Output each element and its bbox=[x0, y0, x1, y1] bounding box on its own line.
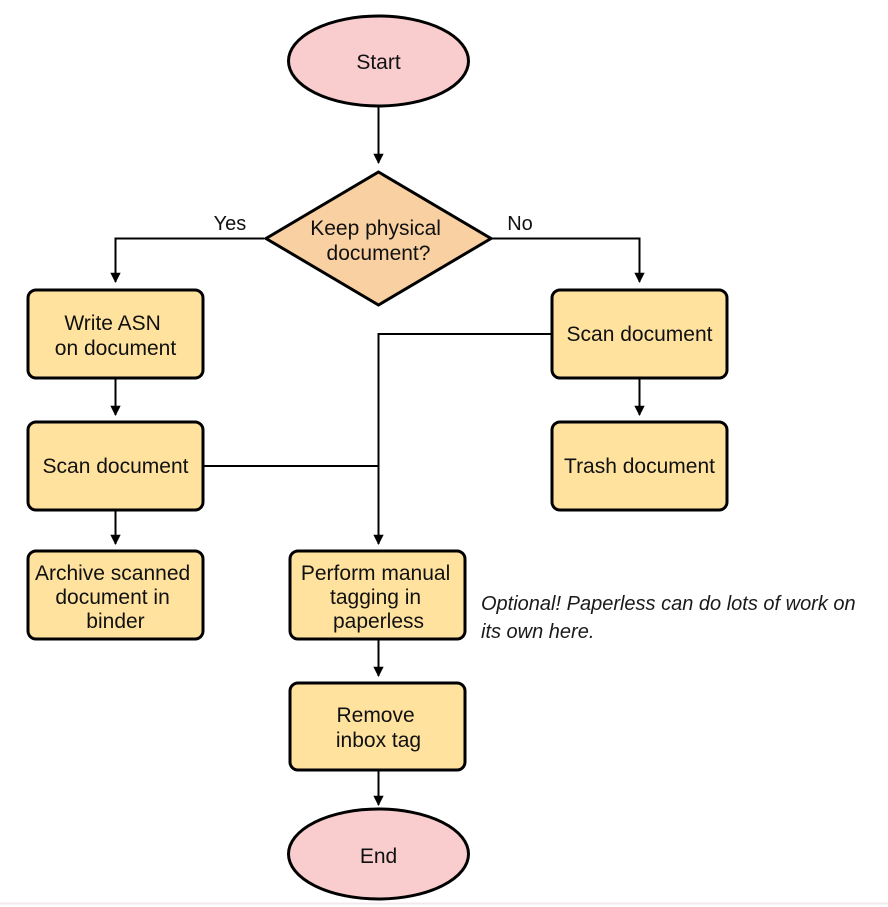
start-terminal-label: Start bbox=[356, 51, 401, 74]
edge-label-no: No bbox=[507, 213, 533, 235]
scan-document-right-node-shape bbox=[550, 288, 729, 380]
archive-node-shape bbox=[26, 549, 205, 641]
edge-scan-right-to-tagging bbox=[373, 333, 551, 546]
remove-inbox-tag-node-shape bbox=[288, 681, 467, 772]
manual-tagging-node-shape bbox=[288, 549, 467, 641]
archive-label: Archive scanned document in binder bbox=[35, 562, 196, 633]
decision-diamond-shape bbox=[263, 170, 494, 307]
labels: Start Keep physical document? Yes No Wri… bbox=[35, 51, 861, 868]
edge-decision-yes-to-write-asn bbox=[110, 237, 264, 284]
edge-decision-no-to-scan-right bbox=[491, 237, 645, 284]
end-terminal-label: End bbox=[360, 845, 397, 868]
remove-inbox-tag-label: Remove inbox tag bbox=[336, 704, 421, 752]
start-terminal-shape bbox=[287, 14, 470, 108]
trash-document-label: Trash document bbox=[564, 455, 715, 478]
nodes bbox=[26, 14, 729, 901]
trash-document-node-shape bbox=[550, 420, 729, 512]
edge-label-yes: Yes bbox=[214, 213, 247, 235]
write-asn-node-shape bbox=[26, 288, 205, 380]
scan-document-left-label: Scan document bbox=[43, 455, 189, 478]
optional-annotation-note: Optional! Paperless can do lots of work … bbox=[481, 593, 861, 643]
manual-tagging-label: Perform manual tagging in paperless bbox=[301, 562, 456, 633]
scan-document-right-label: Scan document bbox=[567, 323, 713, 346]
edges bbox=[110, 106, 645, 807]
write-asn-label: Write ASN on document bbox=[55, 312, 177, 360]
decision-label: Keep physical document? bbox=[310, 217, 447, 265]
scan-document-left-node-shape bbox=[26, 420, 205, 512]
end-terminal-shape bbox=[287, 807, 470, 901]
